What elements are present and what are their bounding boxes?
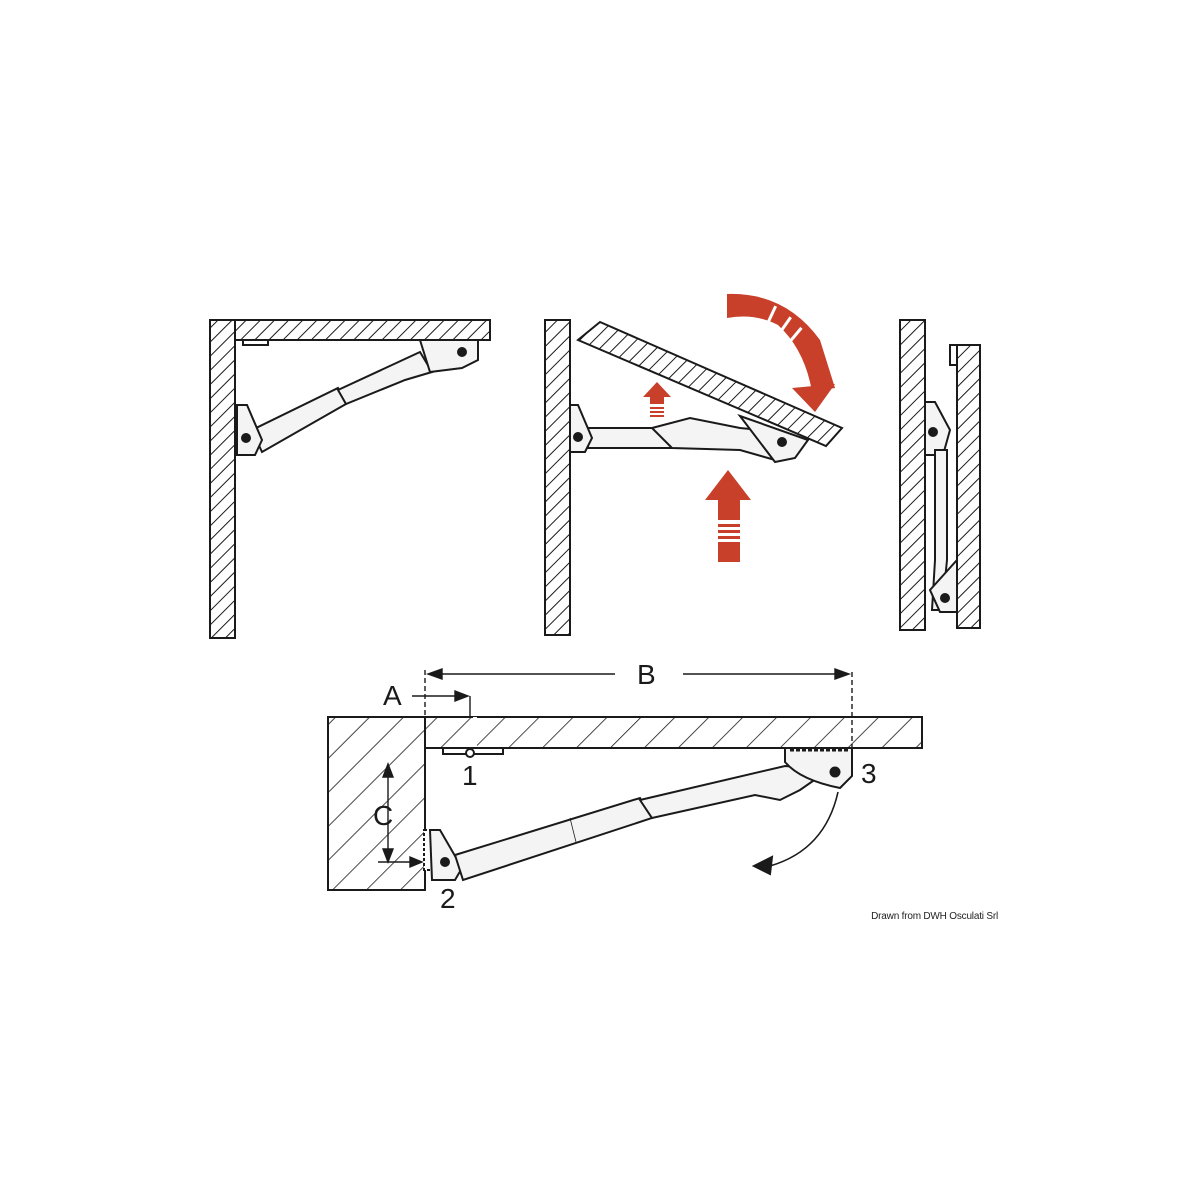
wall — [209, 319, 236, 639]
upper-bracket-3 — [784, 747, 853, 790]
pivot — [457, 347, 467, 357]
table-top — [234, 319, 491, 341]
large-up-arrow-icon — [705, 470, 751, 562]
upper-bracket — [928, 557, 958, 613]
lower-bracket-2 — [428, 829, 464, 881]
panel-installation-dimensions — [327, 716, 923, 891]
label-3: 3 — [861, 758, 877, 789]
label-1: 1 — [462, 760, 478, 791]
pivot — [241, 433, 251, 443]
motion-arrows — [643, 293, 835, 562]
small-up-arrow-icon — [643, 382, 671, 417]
upper-bracket — [418, 339, 479, 374]
pivot-2 — [440, 857, 450, 867]
wall-block — [327, 716, 426, 891]
panel-table-open — [209, 319, 491, 639]
lower-bracket — [924, 401, 952, 456]
label-a: A — [383, 680, 402, 711]
table-top — [424, 716, 923, 749]
gas-strut-cylinder — [453, 796, 654, 882]
dimension-lines — [378, 668, 853, 869]
table-top-tilted — [576, 320, 844, 448]
dimension-labels: A B C 1 2 3 — [373, 659, 877, 914]
label-c: C — [373, 800, 393, 831]
pivot — [928, 427, 938, 437]
lower-bracket — [236, 404, 264, 456]
table-top-vertical — [956, 344, 981, 629]
pivot — [777, 437, 787, 447]
panel-table-folding — [544, 319, 844, 636]
upper-bracket — [737, 413, 810, 464]
rotation-arrow — [769, 791, 839, 867]
rotate-arrow-icon — [727, 293, 835, 392]
pivot — [573, 432, 583, 442]
credit-text: Drawn from DWH Osculati Srl — [871, 911, 998, 922]
gas-strut-cylinder — [250, 386, 348, 454]
label-b: B — [637, 659, 656, 690]
pivot — [940, 593, 950, 603]
wall — [899, 319, 926, 631]
rotate-arrow-head — [792, 384, 835, 412]
hinge — [242, 339, 269, 346]
panel-table-folded — [899, 319, 981, 631]
wall — [544, 319, 571, 636]
lower-bracket — [569, 404, 594, 453]
hinge — [949, 344, 958, 366]
gas-strut-rod — [336, 350, 434, 406]
pivot-3 — [829, 766, 841, 778]
label-2: 2 — [440, 883, 456, 914]
